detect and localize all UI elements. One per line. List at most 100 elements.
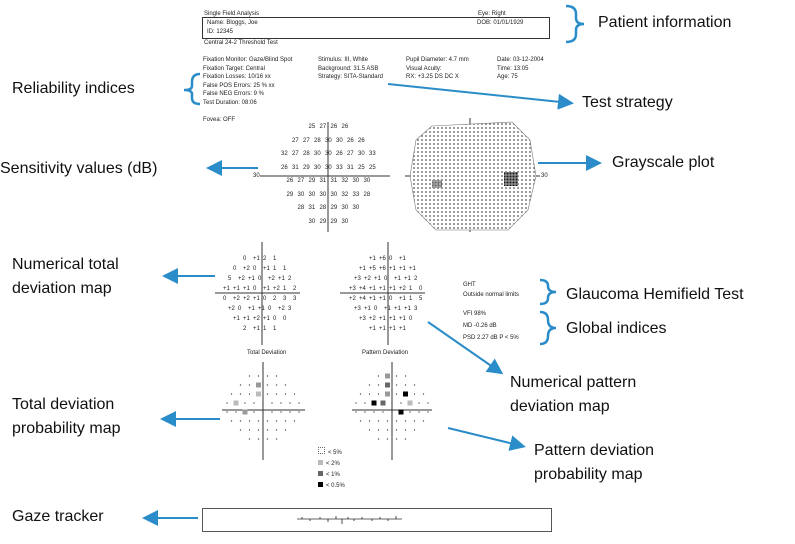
- sensitivity-value: 30: [341, 218, 349, 225]
- patient-name: Name: Bloggs, Joe: [207, 20, 258, 26]
- pattern-deviation-value: +1: [359, 266, 366, 272]
- pattern-deviation-value: 0: [419, 286, 423, 292]
- patient-dob: DOB: 01/01/1929: [477, 20, 524, 26]
- sensitivity-value: 29: [330, 205, 338, 211]
- probability-symbol: [380, 400, 386, 406]
- label-global-indices: Global indices: [566, 320, 667, 337]
- total-deviation-value: +2: [253, 316, 260, 322]
- pattern-deviation-value: +5: [369, 266, 376, 272]
- probability-symbol: [400, 402, 402, 404]
- pattern-deviation-value: +1: [389, 286, 396, 292]
- probability-symbol: [257, 420, 260, 422]
- gaze-tracker-trace: [297, 516, 402, 524]
- total-deviation-value: 1: [283, 266, 287, 272]
- total-deviation-value: +1: [253, 296, 260, 302]
- total-deviation-value: 0: [258, 276, 262, 282]
- total-deviation-value: +1: [248, 276, 255, 282]
- probability-symbol: [293, 393, 296, 395]
- probability-symbol: [271, 402, 273, 404]
- probability-symbol: [266, 420, 269, 422]
- sensitivity-value: 26: [341, 124, 349, 130]
- test-duration: Test Duration: 08:06: [203, 99, 257, 106]
- probability-symbol: [275, 420, 278, 422]
- total-deviation-value: 5: [228, 276, 232, 282]
- sensitivity-value: 32: [341, 178, 349, 184]
- probability-symbol: [413, 420, 416, 422]
- probability-symbol: [244, 402, 246, 404]
- probability-symbol: [368, 420, 371, 422]
- probability-symbol: [404, 429, 407, 431]
- sensitivity-value: 30: [352, 205, 360, 211]
- sensitivity-value: 29: [330, 218, 338, 225]
- probability-symbol: [422, 393, 425, 395]
- strategy: Strategy: SITA-Standard: [318, 74, 383, 80]
- fixation-losses: Fixation Losses: 10/16 xx: [203, 74, 271, 80]
- probability-symbol: [248, 420, 251, 422]
- label-patient-information: Patient information: [598, 14, 732, 31]
- sensitivity-value: 30: [341, 205, 349, 211]
- fixation-target: Fixation Target: Central: [203, 65, 265, 72]
- sensitivity-value: 25: [369, 164, 376, 171]
- total-deviation-value: +1: [263, 316, 270, 322]
- pattern-deviation-value: +1: [399, 266, 406, 272]
- false-pos-errors: False POS Errors: 25 % xx: [203, 82, 275, 89]
- pattern-deviation-value: +1: [399, 256, 406, 262]
- probability-symbol: [409, 411, 411, 413]
- probability-symbol: [280, 411, 282, 413]
- probability-symbol: [226, 402, 228, 404]
- pattern-deviation-value: +1: [399, 316, 406, 322]
- sensitivity-value: 31: [292, 164, 299, 171]
- label-sensitivity-values: Sensitivity values (dB): [0, 160, 158, 177]
- probability-symbol: [377, 420, 380, 422]
- vfi-value: VFI 98%: [463, 311, 487, 317]
- probability-symbol: [256, 391, 261, 397]
- rx: RX: +3.25 DS DC X: [406, 74, 459, 80]
- sensitivity-value: 27: [303, 137, 310, 144]
- sensitivity-value: 30: [358, 151, 365, 157]
- sensitivity-value: 30: [319, 191, 327, 198]
- patient-id: ID: 12345: [207, 29, 234, 35]
- pupil-diameter: Pupil Diameter: 4.7 mm: [406, 57, 469, 63]
- total-deviation-value: +2: [268, 276, 275, 282]
- sensitivity-value: 29: [286, 191, 294, 198]
- pattern-deviation-value: +1: [399, 296, 406, 302]
- pattern-deviation-value: +1: [399, 326, 406, 332]
- total-deviation-value: 0: [233, 266, 237, 272]
- report-title: Single Field Analysis: [204, 11, 260, 17]
- total-deviation-value: 2: [293, 286, 297, 292]
- label-total-prob-2: probability map: [12, 420, 121, 437]
- total-deviation-value: +1: [233, 316, 240, 322]
- pattern-deviation-value: +1: [369, 296, 376, 302]
- fixation-monitor: Fixation Monitor: Gaze/Blind Spot: [203, 57, 293, 63]
- total-deviation-value: 0: [243, 256, 247, 262]
- probability-symbol: [262, 411, 264, 413]
- probability-symbol: [386, 438, 389, 440]
- pattern-deviation-value: +1: [394, 276, 401, 282]
- pattern-deviation-value: +1: [379, 296, 386, 302]
- pattern-deviation-value: 5: [419, 296, 423, 302]
- pattern-deviation-value: +2: [349, 296, 356, 302]
- total-deviation-value: 2: [288, 276, 292, 282]
- pattern-deviation-value: 0: [389, 296, 393, 302]
- label-numerical-total-2: deviation map: [12, 280, 112, 297]
- probability-symbol: [248, 375, 251, 377]
- pattern-deviation-value: 0: [374, 306, 378, 312]
- probability-symbol: [359, 420, 362, 422]
- total-deviation-value: +1: [253, 326, 260, 332]
- pattern-deviation-value: 0: [384, 276, 388, 282]
- pattern-deviation-title: Pattern Deviation: [362, 350, 409, 356]
- sensitivity-value: 26: [347, 137, 354, 144]
- probability-symbol: [355, 411, 357, 413]
- total-deviation-value: +2: [243, 266, 250, 272]
- sensitivity-value: 30: [314, 151, 321, 157]
- probability-symbol: [395, 375, 398, 377]
- probability-symbol: [275, 429, 278, 431]
- total-deviation-value: 1: [273, 326, 277, 332]
- pattern-deviation-value: +1: [389, 316, 396, 322]
- probability-symbol: [395, 420, 398, 422]
- pattern-deviation-value: +1: [404, 306, 411, 312]
- pattern-deviation-value: +1: [389, 326, 396, 332]
- legend-1: < 1%: [326, 472, 340, 478]
- probability-symbol: [364, 411, 366, 413]
- probability-symbol: [373, 411, 375, 413]
